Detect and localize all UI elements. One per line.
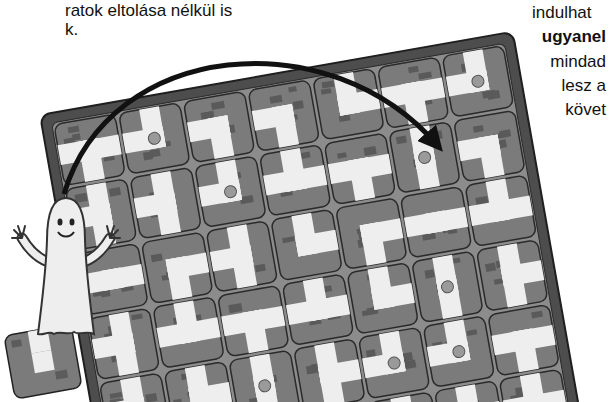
text-fragment-box: mindad [548, 52, 608, 72]
text-fragment-box: k. [63, 20, 80, 40]
text-fragment-box: ratok eltolása nélkül is [63, 1, 234, 21]
board-frame [40, 32, 596, 402]
maze-tile [183, 91, 254, 162]
maze-tile [54, 114, 125, 185]
maze-tile [282, 274, 353, 345]
maze-tile [442, 46, 513, 117]
maze-tile [336, 198, 407, 269]
text-fragment-box: ugyanel [540, 27, 608, 47]
maze-tile [153, 297, 224, 368]
maze-tile [499, 369, 570, 402]
maze-tile [141, 232, 212, 303]
maze-tile [229, 350, 300, 402]
maze-tile [370, 392, 441, 402]
maze-tile [206, 221, 277, 292]
maze-tile [248, 80, 319, 151]
text-fragment: lesz a [560, 76, 608, 95]
maze-tile [218, 285, 289, 356]
text-fragment: ratok eltolása nélkül is [63, 1, 234, 20]
maze-tiles [54, 46, 582, 402]
maze-tile [119, 103, 190, 174]
maze-tile [435, 381, 506, 402]
text-fragment: követ [563, 100, 608, 119]
maze-tile [271, 209, 342, 280]
move-arrow [64, 63, 438, 194]
text-fragment-box: lesz a [560, 76, 608, 96]
maze-tile [347, 263, 418, 334]
maze-tile [294, 339, 365, 402]
text-fragment-box: követ [563, 100, 608, 120]
board-inner [52, 43, 585, 402]
loose-tile [4, 324, 82, 399]
maze-tile [412, 251, 483, 322]
text-fragment: mindad [548, 52, 608, 71]
maze-tile [164, 361, 235, 402]
maze-tile [476, 240, 547, 311]
text-fragment: ugyanel [540, 27, 608, 46]
maze-tile [465, 175, 536, 246]
text-fragment-box: indulhat [530, 3, 594, 23]
text-fragment: k. [63, 20, 80, 39]
text-fragment: indulhat [530, 3, 594, 22]
ghost-figure [12, 198, 120, 334]
maze-tile [423, 316, 494, 387]
maze-tile [100, 373, 171, 402]
maze-tile [195, 156, 266, 227]
maze-tile [324, 133, 395, 204]
maze-tile [358, 327, 429, 398]
maze-tile [400, 186, 471, 257]
maze-tile [130, 167, 201, 238]
maze-tile [88, 308, 159, 379]
maze-tile [259, 144, 330, 215]
maze-tile [377, 57, 448, 128]
game-board [40, 32, 596, 402]
maze-tile [454, 110, 525, 181]
maze-tile [313, 68, 384, 139]
maze-tile [488, 304, 559, 375]
